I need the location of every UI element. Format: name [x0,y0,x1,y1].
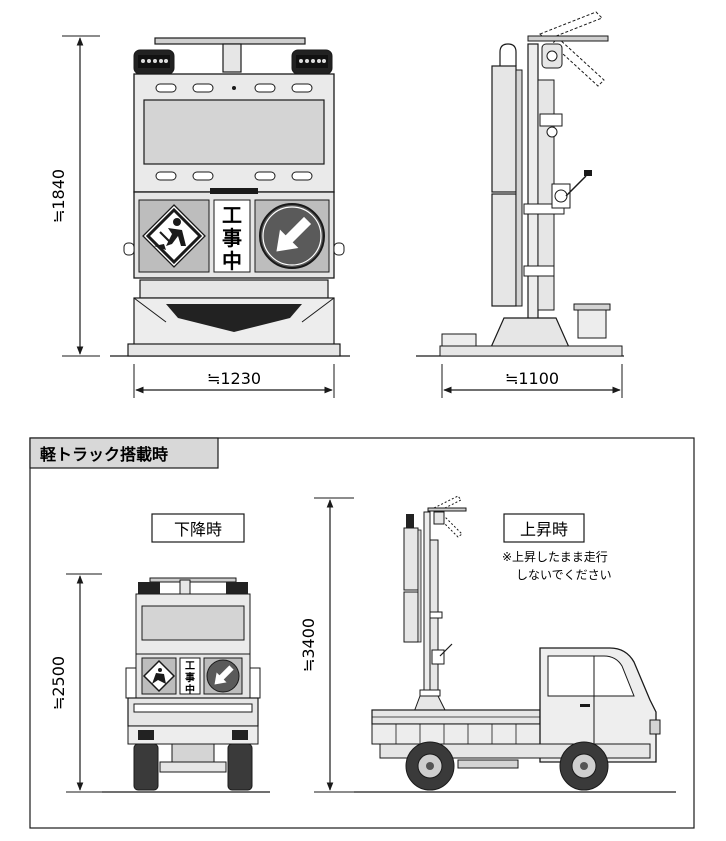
worker-sign [138,199,210,273]
lowered-label: 下降時 [174,520,222,539]
truck-panel-title: 軽トラック搭載時 [40,445,168,464]
lowered-kouji-1: 工 [185,661,195,672]
side-width-label: ≒1100 [505,369,559,388]
rear-tire-left [133,743,159,791]
warning-light-left [133,49,175,75]
front-width-label: ≒1230 [207,369,261,388]
side-width-dimension: ≒1100 [441,364,623,398]
rear-tire-right [227,743,253,791]
raised-view: ≒3400 上昇時 ※上昇したまま走行 しないでください [299,495,676,793]
keep-right-arrow-sign [254,199,330,273]
raised-height-label: ≒3400 [299,618,318,672]
raised-mast [423,511,431,709]
raised-label: 上昇時 [520,520,568,539]
front-view: ≒1840 [49,35,350,398]
kouji-char-2: 事 [222,226,242,250]
chevron-plate [166,304,302,332]
raised-note-line1: ※上昇したまま走行 [502,550,608,564]
mast [527,43,539,329]
lowered-height-label: ≒2500 [49,656,68,710]
warning-light-right [291,49,333,75]
kouji-char-3: 中 [222,249,242,273]
side-view: ≒1100 [416,11,624,398]
solar-panel [154,37,306,45]
kouji-char-1: 工 [222,203,242,227]
lowered-kouji-2: 事 [185,671,195,684]
front-height-dimension: ≒1840 [49,35,100,357]
winch [551,170,592,209]
led-display [143,99,325,165]
raised-note-line2: しないでください [516,568,612,582]
kouji-sign: 工 事 中 [213,199,251,273]
lowered-kouji-3: 中 [185,683,195,696]
truck-mounted-panel: 軽トラック搭載時 下降時 ≒2500 工 事 中 [29,437,695,829]
kei-truck [371,647,661,791]
front-height-label: ≒1840 [49,169,68,223]
lowered-view: 下降時 ≒2500 工 事 中 [49,513,270,793]
camera-mount [222,43,242,73]
front-width-dimension: ≒1230 [133,364,335,398]
